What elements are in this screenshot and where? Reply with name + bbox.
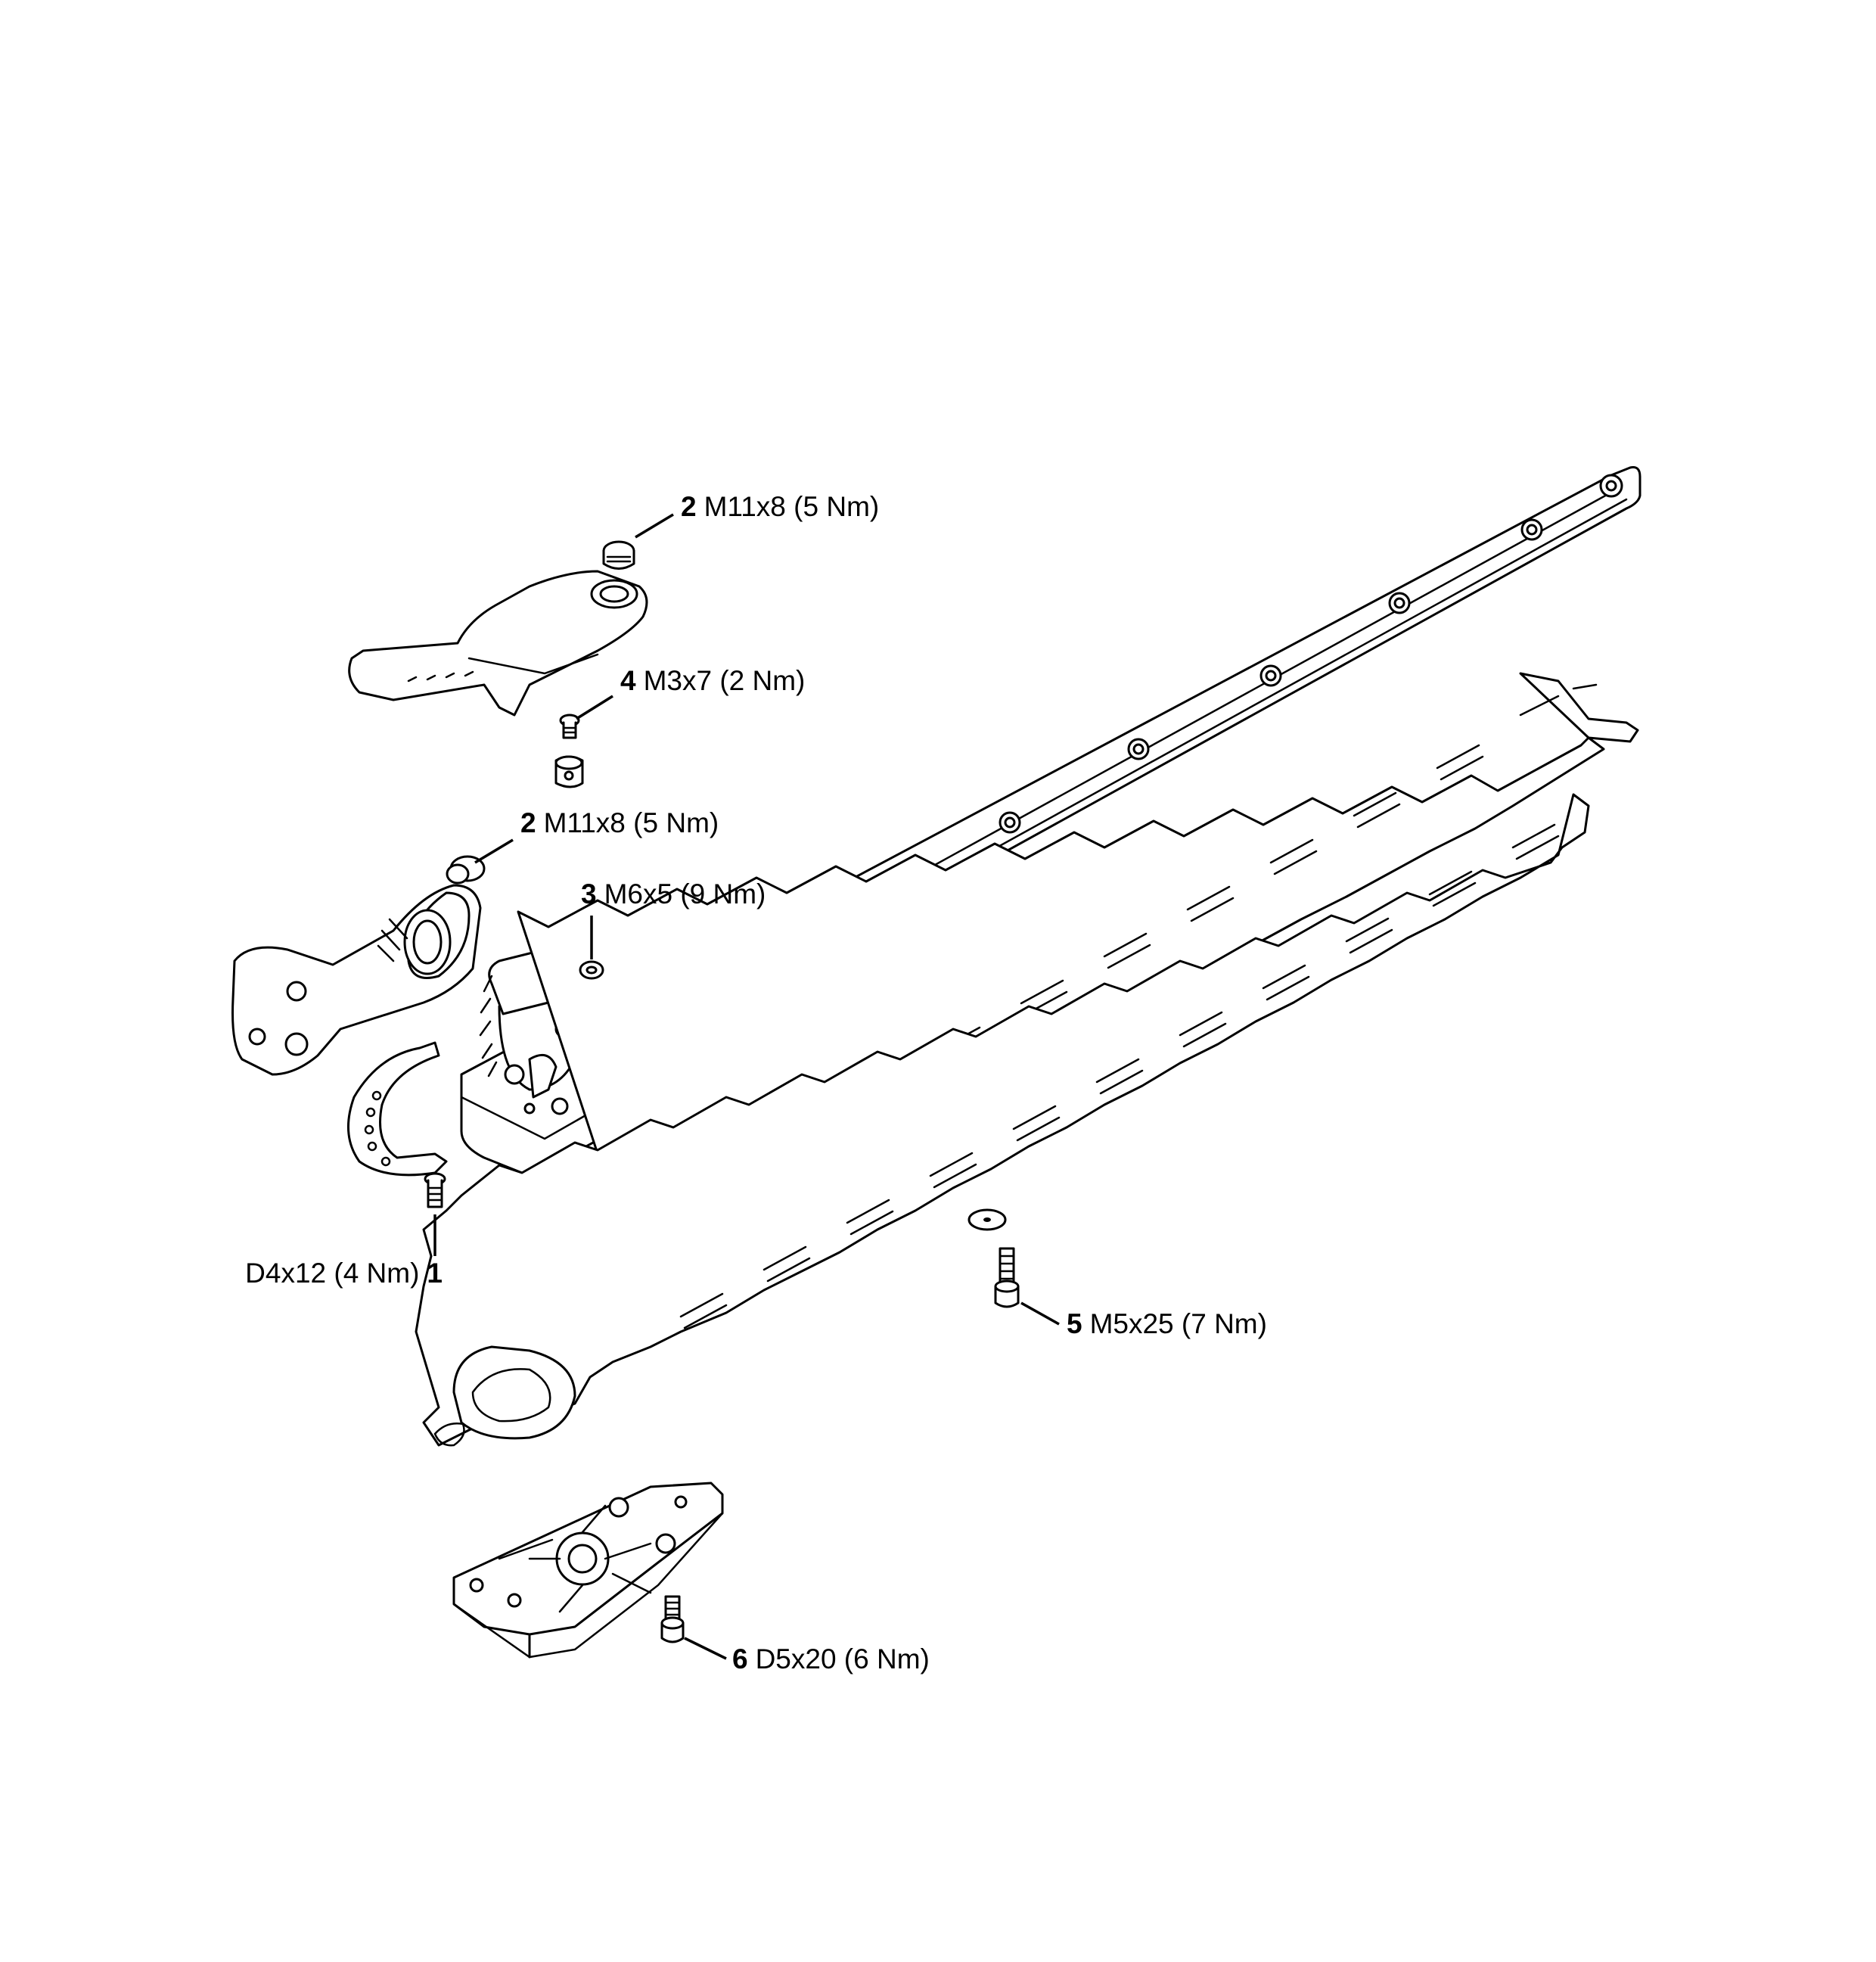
leader-lines: [433, 513, 1060, 1660]
callout-spec: M11x8 (5 Nm): [544, 807, 719, 838]
clamp-band-holes: [364, 1090, 391, 1167]
svg-text:D4x12 (4 Nm)1: D4x12 (4 Nm) 1: [245, 1258, 443, 1289]
callout-3: 2 M11x8 (5 Nm): [520, 807, 719, 838]
callout-spec: D4x12 (4 Nm): [245, 1258, 419, 1289]
plate-ribs: [498, 1504, 652, 1613]
callout-5: D4x12 (4 Nm) 1: [245, 1258, 443, 1289]
callout-2: 4 M3x7 (2 Nm): [620, 665, 805, 696]
callout-7: 6 D5x20 (6 Nm): [732, 1643, 930, 1674]
callout-number: 4: [620, 665, 636, 696]
screw-m3x7: [559, 714, 580, 739]
gear-teeth: [479, 975, 498, 1077]
callout-spec: M6x5 (9 Nm): [604, 878, 766, 909]
gear-head-casing: [231, 884, 482, 1076]
screw-d4x12: [424, 1172, 446, 1208]
callout-spec: M5x25 (7 Nm): [1090, 1308, 1267, 1339]
callout-6: 5 M5x25 (7 Nm): [1067, 1308, 1267, 1339]
screw-d5x20: [660, 1595, 685, 1643]
callout-number: 3: [581, 878, 597, 909]
bottom-cover-plate: [452, 1482, 724, 1659]
callout-number: 1: [427, 1258, 443, 1289]
clamp-band: [346, 1041, 448, 1177]
callout-spec: D5x20 (6 Nm): [756, 1643, 930, 1674]
callout-spec: M11x8 (5 Nm): [704, 491, 880, 522]
screw-m5x25: [994, 1247, 1020, 1308]
callout-number: 5: [1067, 1308, 1082, 1339]
plug-screw-top: [602, 540, 635, 570]
callout-number: 2: [520, 807, 536, 838]
callout-spec: M3x7 (2 Nm): [644, 665, 806, 696]
handle: [348, 570, 648, 717]
lower-blade-slots: [679, 823, 1560, 1329]
callout-number: 6: [732, 1643, 748, 1674]
nut-m6x5: [579, 960, 604, 980]
washer: [968, 1208, 1007, 1231]
lower-blade: [415, 793, 1590, 1447]
sleeve: [554, 755, 584, 788]
callout-number: 2: [681, 491, 697, 522]
plug-screw-middle: [446, 855, 486, 885]
